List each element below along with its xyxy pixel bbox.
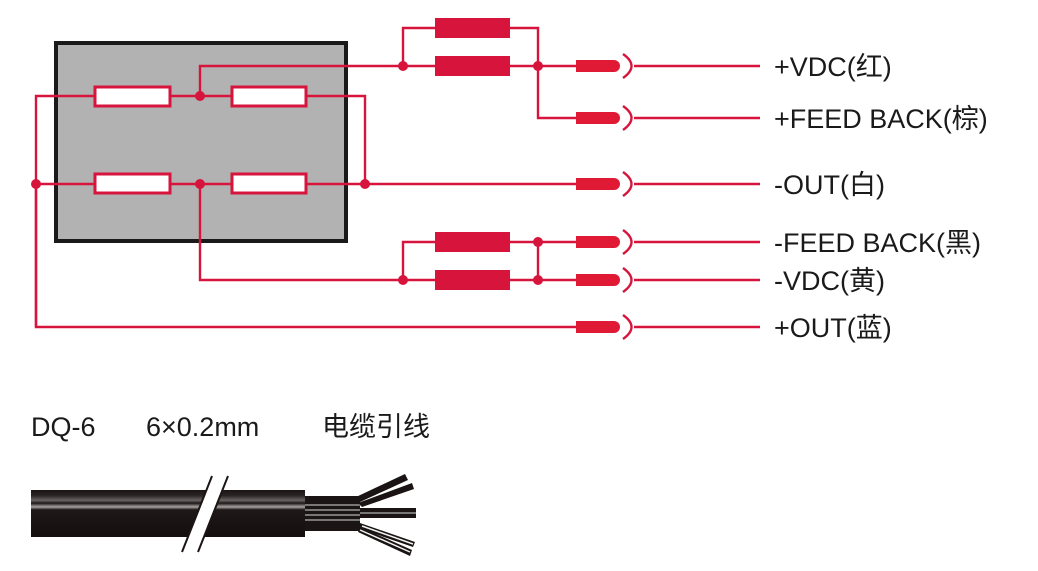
junction-node <box>398 275 408 285</box>
junction-node <box>533 237 543 247</box>
terminal-label-out-minus: -OUT(白) <box>774 170 885 200</box>
connector-socket <box>622 314 633 340</box>
cable-model: DQ-6 <box>31 412 96 442</box>
terminal-connector <box>576 105 760 131</box>
terminal-connector <box>576 314 760 340</box>
connector-socket <box>622 229 633 255</box>
bridge-bottom-row <box>31 172 578 282</box>
compensation-resistor <box>435 56 510 76</box>
bridge-resistor-1 <box>93 85 172 108</box>
cable-break-mark <box>182 476 228 552</box>
terminal-connector <box>576 267 760 293</box>
vdc-plus-compensation <box>398 18 578 120</box>
junction-node <box>398 61 408 71</box>
bridge-resistor-2 <box>230 85 308 108</box>
out-plus-wire <box>34 184 578 329</box>
cable-spec: 6×0.2mm <box>146 412 259 442</box>
connector-plug <box>576 236 620 248</box>
connector-plug <box>576 274 620 286</box>
connector-socket <box>622 105 633 131</box>
connector-plug <box>576 112 620 124</box>
connector-plug <box>576 178 620 190</box>
compensation-resistor <box>435 232 510 252</box>
terminal-connector <box>576 53 760 79</box>
terminal-connector <box>576 229 760 255</box>
bridge-resistor-4 <box>230 172 308 195</box>
terminal-label-feedback-minus: -FEED BACK(黑) <box>774 228 981 258</box>
compensation-resistor <box>435 270 510 290</box>
connector-plug <box>576 60 620 72</box>
junction-node <box>360 179 370 189</box>
connector-plug <box>576 321 620 333</box>
cable-conductors <box>305 474 416 556</box>
cable-illustration <box>31 474 416 556</box>
junction-node <box>533 275 543 285</box>
terminal-label-feedback-plus: +FEED BACK(棕) <box>774 104 988 134</box>
terminal-label-out-plus: +OUT(蓝) <box>774 313 892 343</box>
bridge-resistor-3 <box>93 172 172 195</box>
connector-socket <box>622 267 633 293</box>
vdc-minus-compensation <box>398 232 578 290</box>
connector-socket <box>622 171 633 197</box>
terminal-connector <box>576 171 760 197</box>
terminal-label-vdc-minus: -VDC(黄) <box>774 266 885 296</box>
cable-jacket <box>31 490 305 537</box>
compensation-resistor <box>435 18 510 38</box>
cable-description: 电缆引线 <box>322 412 430 442</box>
connector-group <box>576 53 760 340</box>
terminal-label-vdc-plus: +VDC(红) <box>774 52 892 82</box>
connector-socket <box>622 53 633 79</box>
